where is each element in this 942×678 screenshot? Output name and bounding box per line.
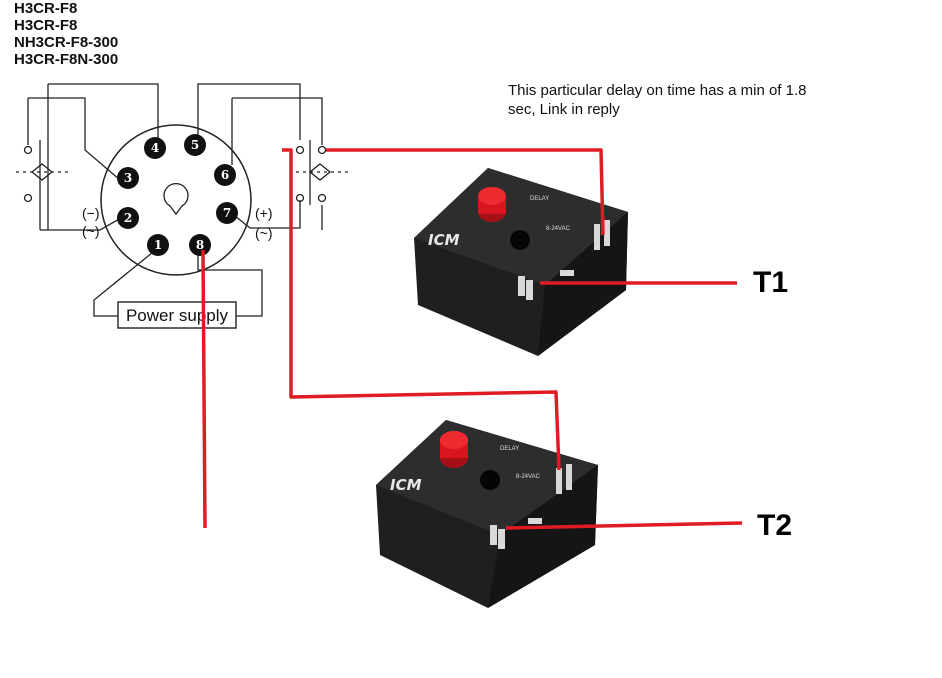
timer-face-text: DELAY: [500, 446, 519, 452]
pin-number: 7: [223, 206, 231, 220]
pin-number: 5: [191, 138, 199, 152]
terminal-tab: [556, 468, 562, 494]
pin-number: 2: [124, 211, 132, 225]
pin-3: [117, 167, 139, 189]
pin-5: [184, 134, 206, 156]
pin-number: 6: [221, 168, 229, 182]
pin-7: [216, 202, 238, 224]
polarity-label: (~): [255, 225, 273, 241]
contact-terminal: [295, 145, 305, 155]
timer-face-text: 8-24VAC: [546, 226, 571, 232]
pin-4: [144, 137, 166, 159]
pin-number: 3: [124, 171, 132, 185]
relay-socket-schematic: [16, 83, 350, 329]
wire: [197, 83, 301, 145]
contact-actuator-icon: [30, 163, 54, 181]
contact-terminal: [317, 193, 327, 203]
contact-terminal: [317, 145, 327, 155]
model-name: H3CR-F8N-300: [14, 51, 119, 68]
wire-pin8: [201, 249, 207, 529]
socket-outline: [100, 124, 252, 276]
terminal-tab: [528, 518, 542, 524]
timer-top-face: [414, 168, 628, 285]
brand-logo: ICM: [390, 476, 422, 494]
wire: [232, 97, 323, 145]
timer-t2: ICM DELAY 8-24VAC: [376, 420, 598, 608]
polarity-label: (−): [82, 205, 100, 221]
pin-number: 4: [151, 141, 159, 155]
wire: [229, 200, 301, 229]
contact-actuator-icon: [308, 163, 332, 181]
terminal-tab: [498, 529, 505, 549]
timer-label-t2: T2: [757, 509, 792, 542]
timer-face-text: DELAY: [530, 196, 549, 202]
wire-to-t2-input: [282, 148, 561, 471]
timer-t1: ICM DELAY 8-24VAC: [414, 168, 628, 356]
terminal-tab: [566, 464, 572, 490]
pin-2: [117, 207, 139, 229]
timer-hole: [480, 470, 500, 490]
pin-number: 8: [196, 238, 204, 252]
timer-side-face: [488, 465, 598, 608]
model-list: H3CR-F8 H3CR-F8 NH3CR-F8-300 H3CR-F8N-30…: [14, 0, 118, 68]
pin-6: [214, 164, 236, 186]
terminal-tab: [526, 280, 533, 300]
pin-1: [147, 234, 169, 256]
contact-terminal: [23, 145, 33, 155]
terminal-tab: [490, 525, 497, 545]
socket-key-notch: [163, 182, 189, 216]
wire: [197, 248, 263, 317]
wire: [93, 247, 159, 317]
model-name: NH3CR-F8-300: [14, 34, 119, 51]
polarity-label: (~): [82, 223, 100, 239]
timer-face-text: 8-24VAC: [516, 474, 541, 480]
power-supply-box: [117, 301, 237, 329]
terminal-tab: [604, 220, 610, 246]
terminal-tab: [594, 224, 600, 250]
contact-terminal: [295, 193, 305, 203]
wire-to-t1-input: [326, 148, 605, 236]
model-name: H3CR-F8: [14, 0, 78, 17]
timer-knob-top: [440, 431, 468, 449]
pin-8: [189, 234, 211, 256]
annotation-note: This particular delay on time has a min …: [508, 82, 807, 118]
contact-terminal: [23, 193, 33, 203]
power-supply-label: Power supply: [126, 306, 229, 325]
brand-logo: ICM: [428, 231, 460, 249]
wire: [48, 83, 159, 148]
timer-hole: [510, 230, 530, 250]
timer-label-t1: T1: [753, 266, 788, 299]
model-name: H3CR-F8: [14, 17, 78, 34]
socket-pins: 1 2 3 4 5 6 7 8: [117, 134, 238, 256]
terminal-tab: [560, 270, 574, 276]
polarity-label: (+): [255, 205, 273, 221]
wire-t2-output: [505, 521, 743, 530]
pin-number: 1: [154, 238, 162, 252]
wire: [28, 97, 121, 181]
red-wires: [201, 148, 743, 530]
terminal-tab: [518, 276, 525, 296]
timer-knob-top: [478, 187, 506, 205]
